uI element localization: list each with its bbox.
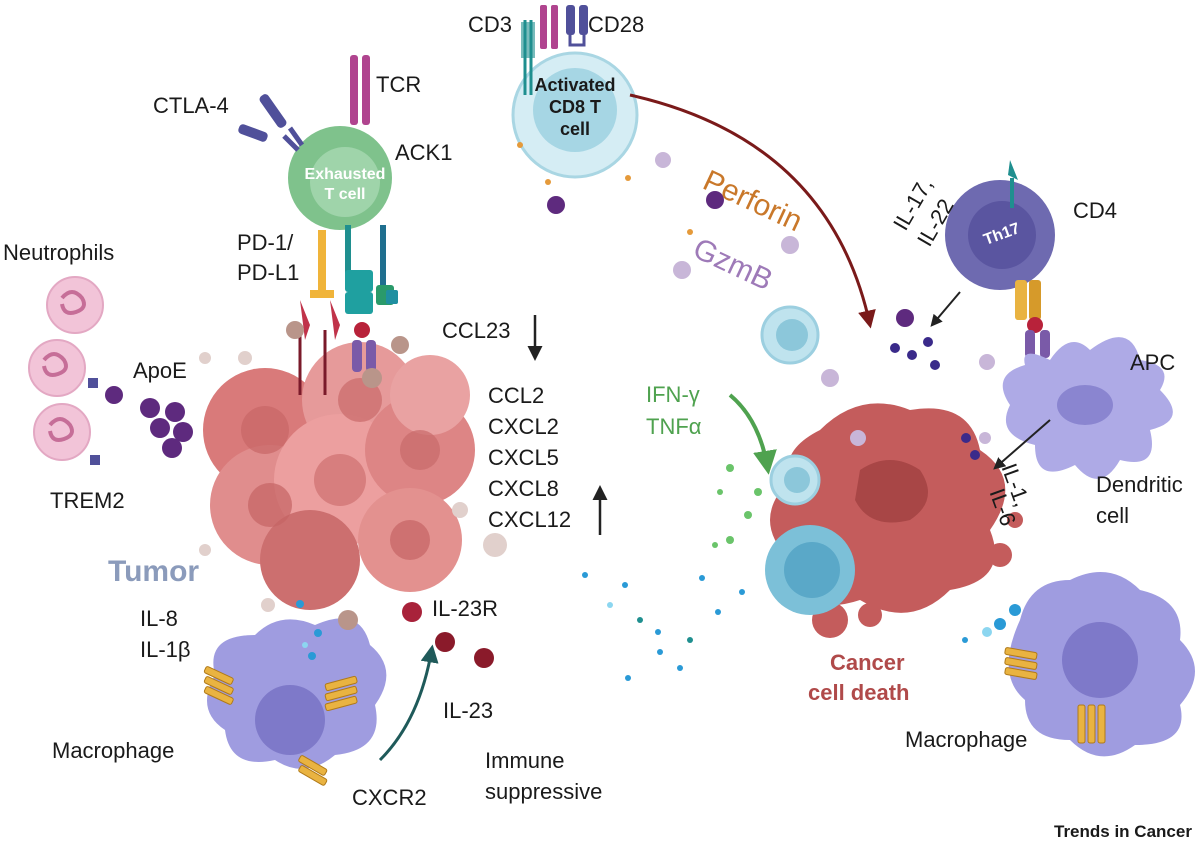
tnfa-label: TNFα	[646, 414, 702, 439]
activated-cell-line2: CD8 T	[548, 97, 601, 117]
tumor-label: Tumor	[108, 555, 200, 588]
il17-arrow	[930, 291, 961, 327]
tumor-mass	[203, 342, 475, 610]
tcr-mhc-complex	[345, 225, 398, 372]
il23r-label: IL-23R	[432, 596, 499, 621]
chemokine-cxcl8: CXCL8	[488, 476, 559, 501]
il8-label: IL-8	[140, 606, 178, 631]
cd3-cd28-receptors	[521, 5, 588, 95]
chemokine-cxcl12: CXCL12	[488, 507, 572, 532]
il1b-label: IL-1β	[140, 637, 191, 662]
exhausted-cell-line2: T cell	[324, 186, 366, 203]
chemokine-ccl2: CCL2	[488, 383, 545, 408]
cd4-label: CD4	[1073, 198, 1118, 223]
dendritic-cell-label: cell	[1096, 503, 1130, 528]
apc-label: APC	[1130, 350, 1176, 375]
journal-label: Trends in Cancer	[1054, 822, 1192, 841]
macrophage-left-label: Macrophage	[52, 738, 175, 763]
cd3-label: CD3	[468, 12, 513, 37]
macrophage-right	[1004, 572, 1195, 757]
il1-arrow	[993, 419, 1051, 470]
arrows	[378, 93, 1051, 762]
molecules	[199, 142, 1021, 681]
neutrophils-label: Neutrophils	[3, 240, 115, 265]
ctla4-label: CTLA-4	[153, 93, 229, 118]
ifng-arrow	[728, 393, 777, 475]
chemokine-cxcl2: CXCL2	[488, 414, 559, 439]
dendritic-label: Dendritic	[1096, 472, 1183, 497]
ccl23-label: CCL23	[442, 318, 511, 343]
immune-cells-near-dying-cell	[760, 305, 855, 615]
th17-apc-synapse	[1015, 280, 1050, 358]
macrophage-left	[203, 618, 387, 786]
immune-label: Immune	[485, 748, 565, 773]
cell-death-label: cell death	[808, 680, 910, 705]
activated-cell-line3: cell	[559, 119, 591, 139]
tcr-receptor	[350, 55, 370, 125]
exhausted-t-cell	[288, 126, 392, 230]
activated-cd8-t-cell	[511, 51, 639, 179]
tcr-label: TCR	[376, 72, 422, 97]
ifng-label: IFN-γ	[646, 382, 700, 407]
suppressive-label: suppressive	[485, 779, 603, 804]
cancer-label: Cancer	[830, 650, 905, 675]
perforin-arrow	[629, 93, 876, 329]
th17-cell	[945, 160, 1055, 290]
apoe-label: ApoE	[133, 358, 187, 383]
apoe-molecules	[105, 386, 193, 458]
pd1-label: PD-1/	[237, 230, 294, 255]
pdl1-label: PD-L1	[237, 260, 300, 285]
trem2-label: TREM2	[50, 488, 125, 513]
dendritic-cell	[1002, 337, 1173, 479]
cd28-label: CD28	[588, 12, 645, 37]
il23-arrow	[378, 644, 439, 762]
pd1-pdl1-complex	[298, 230, 340, 395]
exhausted-cell-line1: Exhausted	[304, 166, 386, 183]
ctla4-receptor	[238, 94, 305, 152]
il23-label: IL-23	[443, 698, 494, 723]
activated-cell-line1: Activated	[534, 75, 616, 95]
chemokine-cxcl5: CXCL5	[488, 445, 559, 470]
neutrophils	[28, 276, 104, 465]
cxcr2-label: CXCR2	[352, 785, 427, 810]
ack1-label: ACK1	[395, 140, 453, 165]
macrophage-right-label: Macrophage	[905, 727, 1028, 752]
